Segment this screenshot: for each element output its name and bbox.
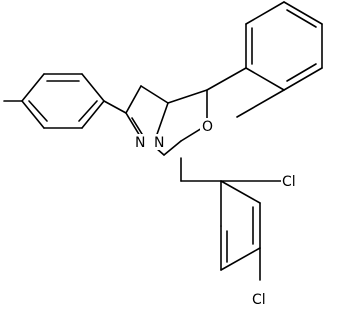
bond [103, 100, 127, 114]
bond-double-inner [78, 100, 98, 122]
bond [81, 100, 105, 129]
bond [245, 67, 285, 91]
bond [21, 73, 45, 102]
benzo-ring [245, 1, 323, 91]
n-ring-label: N [154, 135, 164, 151]
bond [245, 1, 285, 25]
bond [154, 102, 169, 141]
bond [236, 89, 285, 118]
bond [220, 247, 261, 271]
o-ring-bg [200, 118, 215, 134]
bond [21, 100, 45, 129]
bond [283, 67, 323, 91]
cl-para-bg [251, 291, 271, 307]
n-imine-label: N [135, 135, 145, 151]
bond [140, 85, 169, 104]
bond [206, 67, 247, 91]
atom-labels: N N O Cl Cl [134, 118, 301, 308]
bond [283, 1, 323, 25]
bond-double-inner [286, 9, 317, 28]
oxazine-ring [155, 67, 285, 156]
cl-para-label: Cl [252, 292, 266, 308]
bond [81, 73, 105, 102]
bond-double-inner [286, 63, 317, 82]
n-imine-bg [134, 134, 148, 150]
cl-ortho-label: Cl [282, 174, 296, 190]
pyrazoline-ring [125, 85, 208, 143]
bond [163, 140, 182, 156]
bond-double-inner [28, 100, 48, 122]
bond [220, 180, 261, 204]
tolyl-ring [3, 73, 127, 129]
cl-ortho-bg [281, 173, 301, 189]
bond [167, 89, 208, 104]
o-ring-label: O [202, 119, 213, 135]
dichlorophenyl-ring [180, 157, 284, 281]
bond [125, 85, 142, 114]
n-ring-bg [153, 134, 167, 150]
